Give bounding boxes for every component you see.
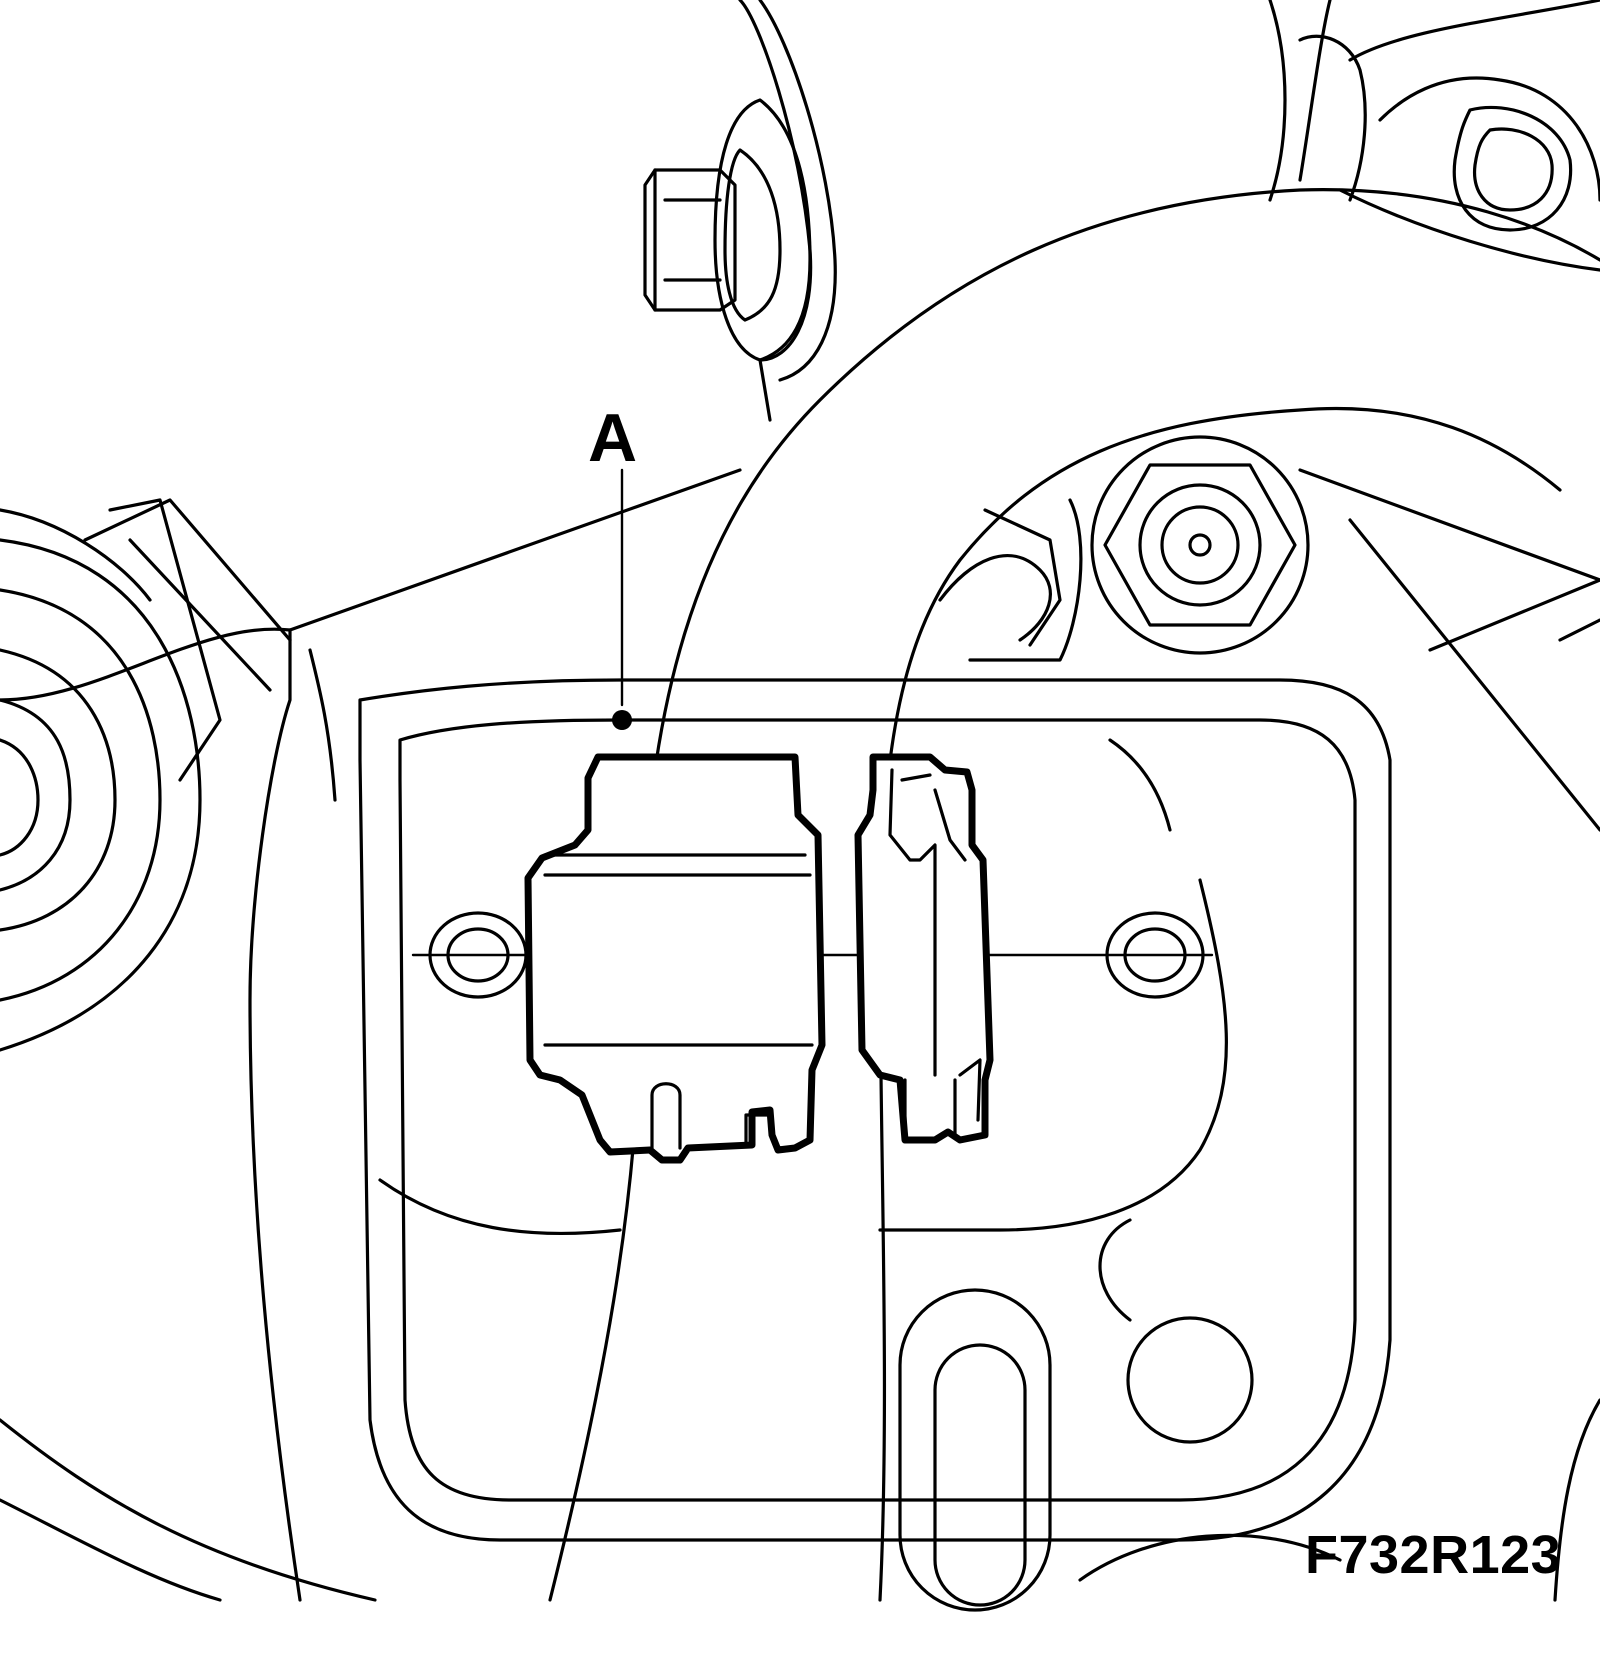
mounting-plate: [358, 678, 1392, 1542]
top-bolt: [643, 0, 837, 422]
top-right-bracket: [1268, 0, 1600, 272]
figure-id: F732R123: [1305, 1525, 1562, 1585]
hex-nut: [1090, 435, 1310, 655]
callout-label-a: A: [588, 400, 638, 476]
mounting-hole-right: [1105, 911, 1205, 999]
connector-housing: [524, 753, 826, 1164]
bottom-features: [898, 1218, 1342, 1612]
housing-outline: [0, 468, 1600, 1602]
callout-leader: [612, 468, 632, 730]
hidden-nut: [938, 498, 1083, 662]
curved-arm: [548, 188, 1600, 1602]
left-flange: [0, 498, 292, 1052]
connector-mate: [854, 753, 994, 1144]
